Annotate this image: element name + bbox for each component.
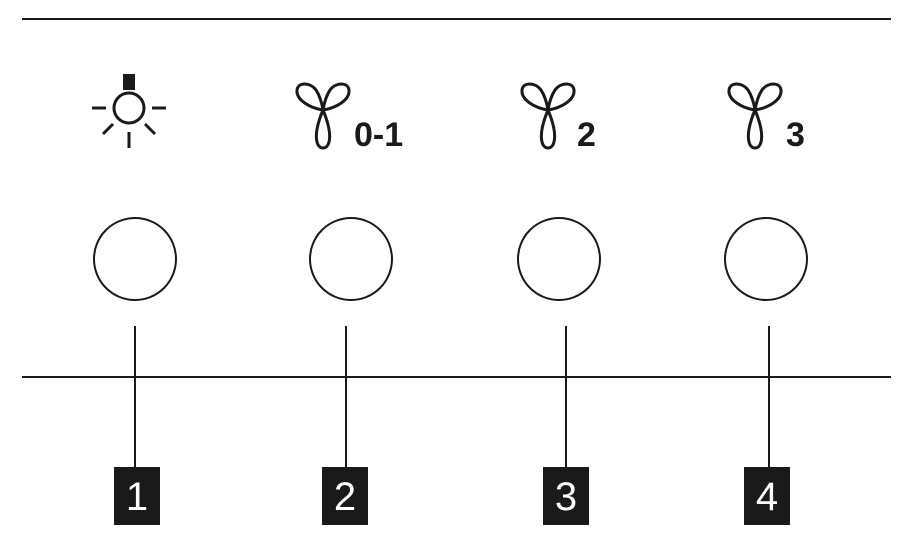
middle-divider-line <box>22 376 891 378</box>
fan-icon <box>520 82 576 150</box>
top-divider-line <box>22 18 891 20</box>
fan-speed-label: 0-1 <box>354 116 404 154</box>
leader-line-4 <box>768 326 770 468</box>
light-button[interactable] <box>93 217 177 301</box>
leader-line-3 <box>565 326 567 468</box>
fan-speed-3-button[interactable] <box>724 217 808 301</box>
leader-line-2 <box>345 326 347 468</box>
fan-speed-label: 3 <box>786 116 805 154</box>
callout-number-3: 3 <box>543 467 589 525</box>
fan-icon <box>727 82 783 150</box>
fan-speed-label: 2 <box>577 116 596 154</box>
fan-speed-0-1-button[interactable] <box>309 217 393 301</box>
fan-icon <box>295 82 351 150</box>
callout-number-2: 2 <box>322 467 368 525</box>
callout-number-4: 4 <box>744 467 790 525</box>
leader-line-1 <box>134 326 136 468</box>
light-bulb-icon <box>92 74 166 148</box>
callout-number-1: 1 <box>114 467 160 525</box>
fan-speed-2-button[interactable] <box>517 217 601 301</box>
